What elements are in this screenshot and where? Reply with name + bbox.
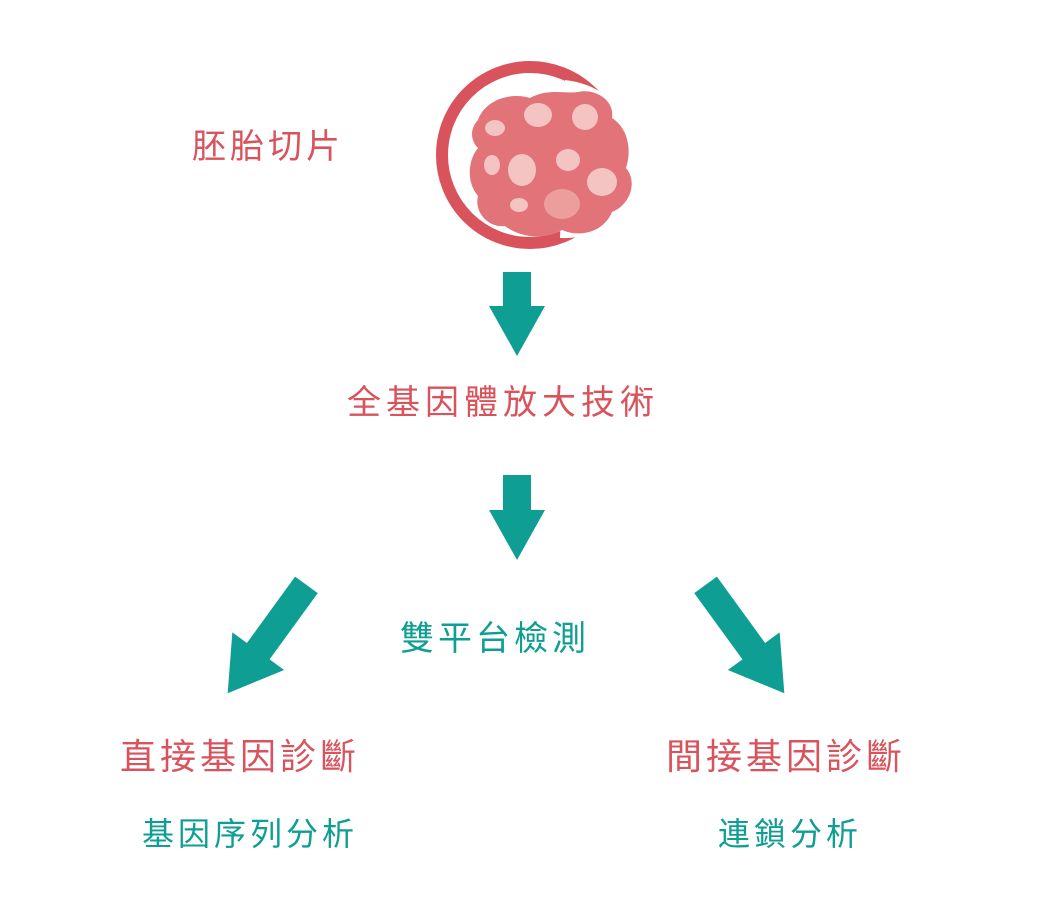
embryo-biopsy-label: 胚胎切片	[192, 127, 344, 167]
direct-diagnosis-label: 直接基因診斷	[120, 737, 361, 778]
direct-method-label: 基因序列分析	[142, 815, 359, 853]
indirect-diagnosis-label: 間接基因診斷	[666, 737, 907, 778]
dual-platform-test-label: 雙平台檢測	[400, 619, 590, 659]
whole-genome-amplification-label: 全基因體放大技術	[347, 383, 659, 423]
embryo-icon	[436, 61, 634, 249]
indirect-method-label: 連鎖分析	[718, 815, 863, 853]
arrow-down-1	[489, 272, 545, 356]
arrow-down-right	[694, 576, 785, 694]
arrow-down-2	[489, 475, 545, 560]
arrow-down-left	[227, 576, 318, 694]
